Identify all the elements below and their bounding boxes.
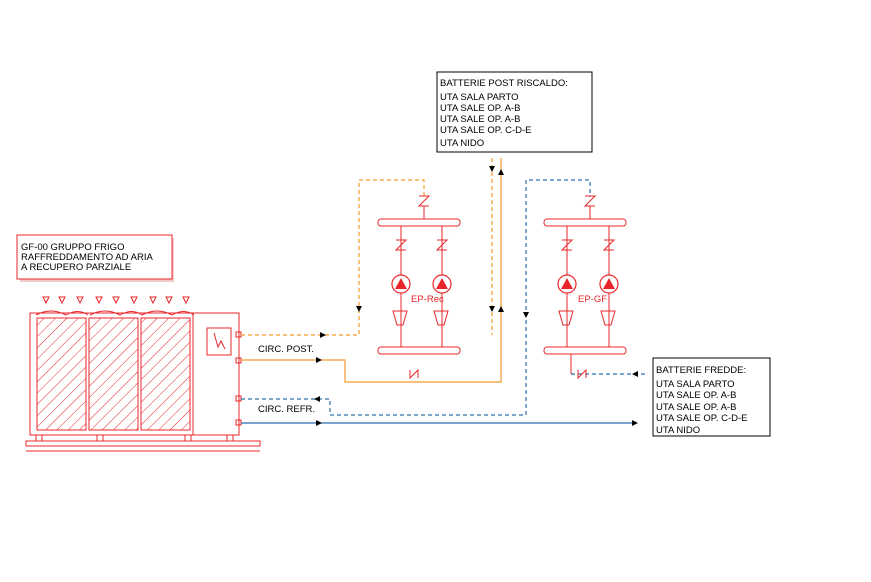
- pump-group-label-gf: EP-GF: [578, 294, 607, 305]
- cold-box-item: UTA SALE OP. A-B: [656, 402, 736, 413]
- unit-label-line-2: RAFFREDDAMENTO AD ARIA: [21, 252, 153, 263]
- post-heating-item: UTA SALE OP. C-D-E: [440, 125, 532, 136]
- pump-gf-2: [599, 274, 619, 294]
- unit-label-line-3: A RECUPERO PARZIALE: [21, 262, 131, 273]
- pump-rec-2: [432, 274, 452, 294]
- post-heating-item: UTA SALA PARTO: [440, 92, 519, 103]
- unit-label-line-1: GF-00 GRUPPO FRIGO: [21, 242, 124, 253]
- flow-arrows: [314, 166, 638, 426]
- post-heating-title: BATTERIE POST RISCALDO:: [440, 78, 568, 89]
- cold-circuit: [241, 179, 645, 424]
- cold-box-item: UTA SALE OP. C-D-E: [656, 413, 748, 424]
- circuit-label-refr: CIRC. REFR.: [258, 404, 315, 415]
- chiller-unit: [16, 234, 261, 452]
- post-heating-item: UTA SALE OP. A-B: [440, 103, 520, 114]
- pump-gf-1: [557, 274, 577, 294]
- airflow-arrows: [42, 296, 190, 305]
- pump-group-label-rec: EP-Rec: [411, 294, 444, 305]
- circuit-label-post: CIRC. POST.: [258, 344, 314, 355]
- cold-box: [652, 357, 771, 437]
- post-heating-item: UTA NIDO: [440, 138, 484, 149]
- pump-rec-1: [391, 274, 411, 294]
- cold-box-item: UTA NIDO: [656, 425, 700, 436]
- post-heating-item: UTA SALE OP. A-B: [440, 114, 520, 125]
- post-heating-box: [436, 71, 593, 153]
- cold-box-title: BATTERIE FREDDE:: [656, 365, 746, 376]
- cold-box-item: UTA SALA PARTO: [656, 379, 735, 390]
- cold-box-item: UTA SALE OP. A-B: [656, 390, 736, 401]
